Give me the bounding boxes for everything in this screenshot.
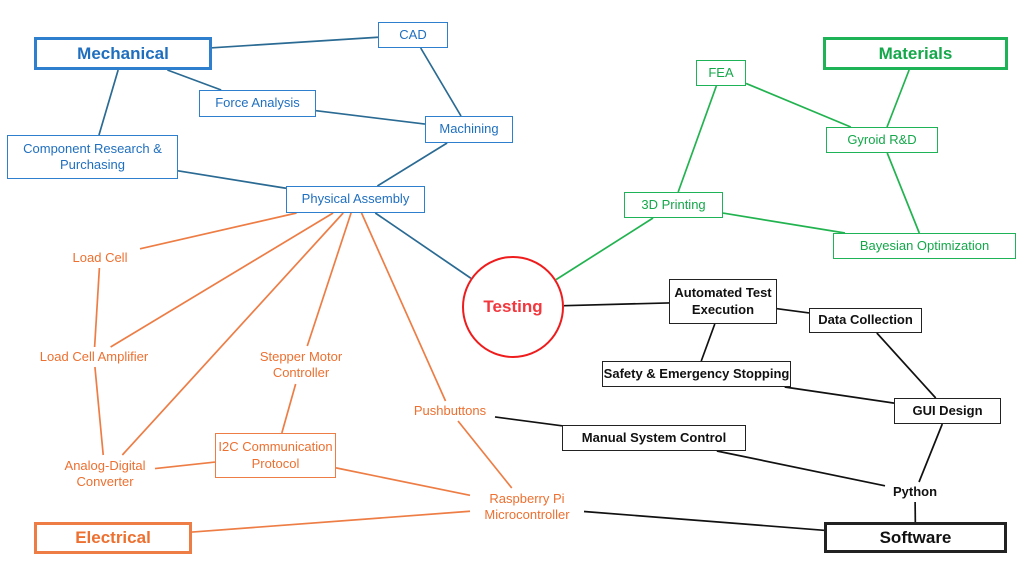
- node-cad[interactable]: CAD: [378, 22, 448, 48]
- node-bayesian[interactable]: Bayesian Optimization: [833, 233, 1016, 259]
- edge-assembly-loadcell: [139, 212, 297, 250]
- edge-mechanical-component: [98, 69, 119, 136]
- edge-adc-i2c: [154, 461, 216, 470]
- edge-assembly-pushbuttons: [360, 212, 447, 402]
- node-software[interactable]: Software: [824, 522, 1007, 553]
- edge-gyroid-bayesian: [886, 152, 921, 234]
- edge-pushbuttons-rpi: [457, 420, 513, 489]
- edge-assembly-adc: [121, 212, 344, 456]
- edge-pushbuttons-manual: [494, 416, 563, 427]
- node-safety[interactable]: Safety & Emergency Stopping: [602, 361, 791, 387]
- edge-materials-gyroid: [886, 69, 910, 128]
- node-load-cell[interactable]: Load Cell: [72, 249, 128, 265]
- node-adc[interactable]: Analog-Digital Converter: [64, 457, 146, 489]
- edge-rpi-software: [583, 510, 825, 532]
- edge-automated-safety: [700, 323, 716, 362]
- edge-assembly-stepper: [306, 212, 352, 347]
- edge-gui-python: [918, 423, 944, 483]
- edge-assembly-testing: [374, 212, 472, 279]
- edge-fea-gyroid: [745, 82, 852, 128]
- node-materials[interactable]: Materials: [823, 37, 1008, 70]
- node-machining[interactable]: Machining: [425, 116, 513, 143]
- node-mechanical[interactable]: Mechanical: [34, 37, 212, 70]
- node-pushbuttons[interactable]: Pushbuttons: [413, 402, 487, 418]
- edge-electrical-rpi: [191, 510, 471, 533]
- edge-fea-printing: [677, 85, 718, 193]
- edge-safety-gui: [784, 386, 895, 404]
- node-testing[interactable]: Testing: [462, 256, 564, 358]
- edge-component-assembly: [177, 169, 287, 190]
- node-automated-test[interactable]: Automated Test Execution: [669, 279, 777, 324]
- node-fea[interactable]: FEA: [696, 60, 746, 86]
- edge-manual-python: [716, 450, 886, 487]
- edge-datacollection-gui: [876, 332, 937, 399]
- edge-testing-automated: [563, 302, 670, 307]
- node-stepper[interactable]: Stepper Motor Controller: [259, 348, 343, 380]
- node-physical-assembly[interactable]: Physical Assembly: [286, 186, 425, 213]
- node-python[interactable]: Python: [892, 483, 938, 499]
- edge-loadcell-amplifier: [93, 267, 101, 348]
- edge-force-machining: [315, 109, 426, 125]
- node-load-cell-amplifier[interactable]: Load Cell Amplifier: [39, 348, 149, 364]
- edge-automated-datacollection: [776, 307, 810, 314]
- edge-assembly-amplifier: [110, 212, 334, 348]
- edge-machining-assembly: [376, 142, 448, 187]
- node-component-research[interactable]: Component Research & Purchasing: [7, 135, 178, 179]
- edge-mechanical-force: [167, 69, 222, 91]
- edge-printing-testing: [555, 217, 654, 281]
- node-i2c[interactable]: I2C Communication Protocol: [215, 433, 336, 478]
- edge-cad-machining: [419, 47, 462, 117]
- edge-mechanical-cad: [211, 36, 379, 49]
- edge-stepper-i2c: [281, 383, 297, 434]
- node-data-collection[interactable]: Data Collection: [809, 308, 922, 333]
- node-gui-design[interactable]: GUI Design: [894, 398, 1001, 424]
- node-gyroid[interactable]: Gyroid R&D: [826, 127, 938, 153]
- node-electrical[interactable]: Electrical: [34, 522, 192, 554]
- edge-amplifier-adc: [94, 366, 105, 456]
- node-3d-printing[interactable]: 3D Printing: [624, 192, 723, 218]
- node-raspberry-pi[interactable]: Raspberry Pi Microcontroller: [484, 490, 570, 522]
- node-manual-control[interactable]: Manual System Control: [562, 425, 746, 451]
- edge-i2c-rpi: [335, 467, 471, 497]
- node-force-analysis[interactable]: Force Analysis: [199, 90, 316, 117]
- edge-printing-bayesian: [722, 212, 846, 234]
